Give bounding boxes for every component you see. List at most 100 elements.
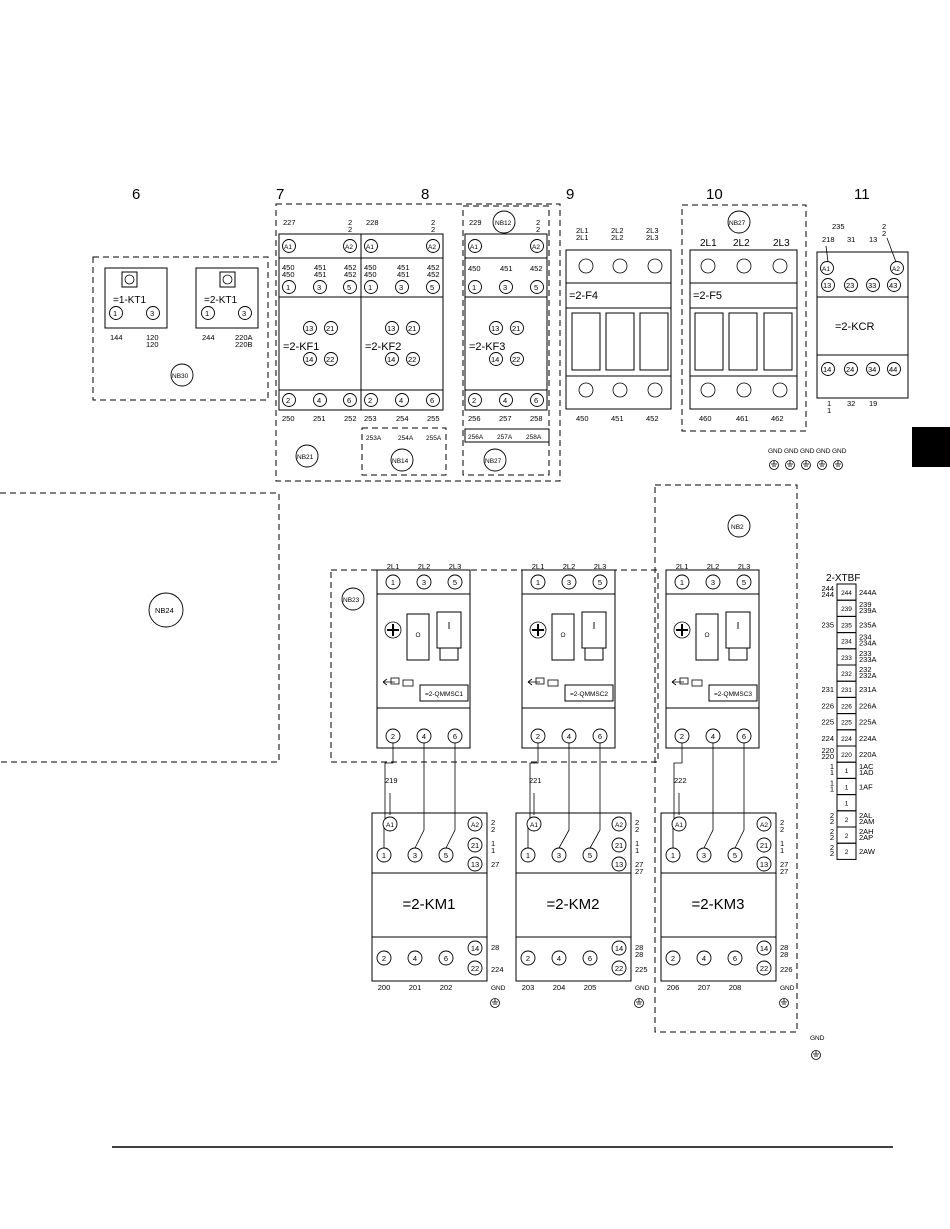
coil-terminal: A2	[760, 822, 768, 829]
wire-number: 2	[780, 818, 784, 827]
ground-icon	[634, 998, 644, 1008]
pole-terminal: 4	[557, 954, 561, 963]
wire-number: 235A	[859, 620, 877, 629]
pole-terminal: 6	[347, 396, 351, 405]
nb-balloon	[341, 587, 365, 611]
enclosure-nb2	[654, 484, 798, 1033]
aux-terminal: 14	[491, 355, 499, 364]
pole-terminal: 1	[526, 851, 530, 860]
relay-kf3: 229 NB12 2 2 A1 A2 450 451 452 1 3 5 13 …	[464, 210, 550, 443]
wire-number: 460	[699, 414, 712, 423]
wire-number: 451	[314, 270, 327, 279]
wire-number: 451	[611, 414, 624, 423]
aux-module-symbol: O	[415, 632, 420, 639]
wire-number: 1	[780, 846, 784, 855]
ground-group: GND GND GND GND GND	[768, 448, 847, 470]
wire-number: 239	[859, 600, 872, 609]
aux-terminal: 44	[889, 365, 897, 374]
wire-number: 204	[553, 983, 566, 992]
terminal-number: 225	[841, 720, 852, 727]
coil-terminal: A1	[284, 244, 292, 251]
enclosure-nb24: NB24	[0, 492, 280, 763]
wire-number: 233A	[859, 655, 877, 664]
ground-label: GND	[810, 1035, 825, 1042]
wire-number: 251	[313, 414, 326, 423]
wire-number: 452	[344, 270, 357, 279]
pole-terminal: 5	[534, 283, 538, 292]
enclosure-nb14	[361, 427, 447, 476]
coil-terminal: A2	[615, 822, 623, 829]
wire-number: 255	[427, 414, 440, 423]
terminal-number: 2	[845, 849, 849, 856]
wire-number: 232A	[859, 671, 877, 680]
ground-icon	[811, 1050, 821, 1060]
wire-number: 120	[146, 333, 159, 342]
timer-terminal: 1	[113, 309, 117, 318]
wire-number: 257	[499, 414, 512, 423]
wire-number: 2L3	[646, 226, 659, 235]
aux-terminal: 21	[471, 841, 479, 850]
pole-terminal: 5	[453, 578, 457, 587]
reset-arrow-icon	[671, 677, 689, 686]
wire-number: 461	[736, 414, 749, 423]
pole-terminal: 4	[399, 396, 403, 405]
wire-number: 1	[830, 784, 834, 793]
wire-number: 207	[698, 983, 711, 992]
pole-terminal: 5	[742, 578, 746, 587]
wire-number: 226	[780, 965, 793, 974]
nb-label: NB27	[485, 458, 502, 465]
coil-terminal: A1	[822, 266, 830, 273]
wire-number: 451	[314, 263, 327, 272]
pole-terminal: 4	[413, 954, 417, 963]
wire-number: 234	[859, 633, 872, 642]
wire-line	[383, 743, 394, 851]
terminal-number: 2	[845, 817, 849, 824]
indicator-window	[402, 679, 414, 687]
wire-number: 254A	[398, 435, 414, 442]
nb-balloon	[727, 514, 751, 538]
relay-label: =2-KF1	[283, 341, 319, 353]
wire-number: 231	[821, 685, 834, 694]
wire-number: 1	[830, 762, 834, 771]
column-number: 9	[566, 186, 574, 203]
wire-number: 1	[491, 846, 495, 855]
enclosure-nb21	[275, 203, 561, 482]
wire-number: 224	[491, 965, 504, 974]
pole-terminal: 2	[472, 396, 476, 405]
wire-number: 235	[832, 222, 845, 231]
wire-number: 120	[146, 340, 159, 349]
aux-module-symbol: O	[704, 632, 709, 639]
wire-number: 2L3	[449, 562, 462, 571]
aux-terminal: 14	[760, 944, 768, 953]
nb-label: NB23	[343, 597, 360, 604]
terminal-number: 233	[841, 655, 852, 662]
wire-number: 27	[635, 867, 643, 876]
aux-terminal: 33	[868, 281, 876, 290]
aux-terminal: 14	[471, 944, 479, 953]
contactor-label: =2-KM1	[403, 896, 456, 913]
wire-number: 450	[282, 263, 295, 272]
ground-label: GND	[635, 985, 650, 992]
terminal-number: 232	[841, 671, 852, 678]
wire-number: 2L1	[700, 238, 717, 249]
wire-number: 2L1	[532, 562, 545, 571]
wire-number: 220	[821, 752, 834, 761]
aux-terminal: 22	[615, 964, 623, 973]
wire-number: 28	[491, 943, 499, 952]
aux-terminal: 21	[760, 841, 768, 850]
ground-icon	[490, 998, 500, 1008]
nb-balloon	[295, 444, 319, 468]
wire-line	[703, 743, 714, 849]
pole-terminal: 4	[567, 732, 571, 741]
ground-icon	[833, 460, 843, 470]
